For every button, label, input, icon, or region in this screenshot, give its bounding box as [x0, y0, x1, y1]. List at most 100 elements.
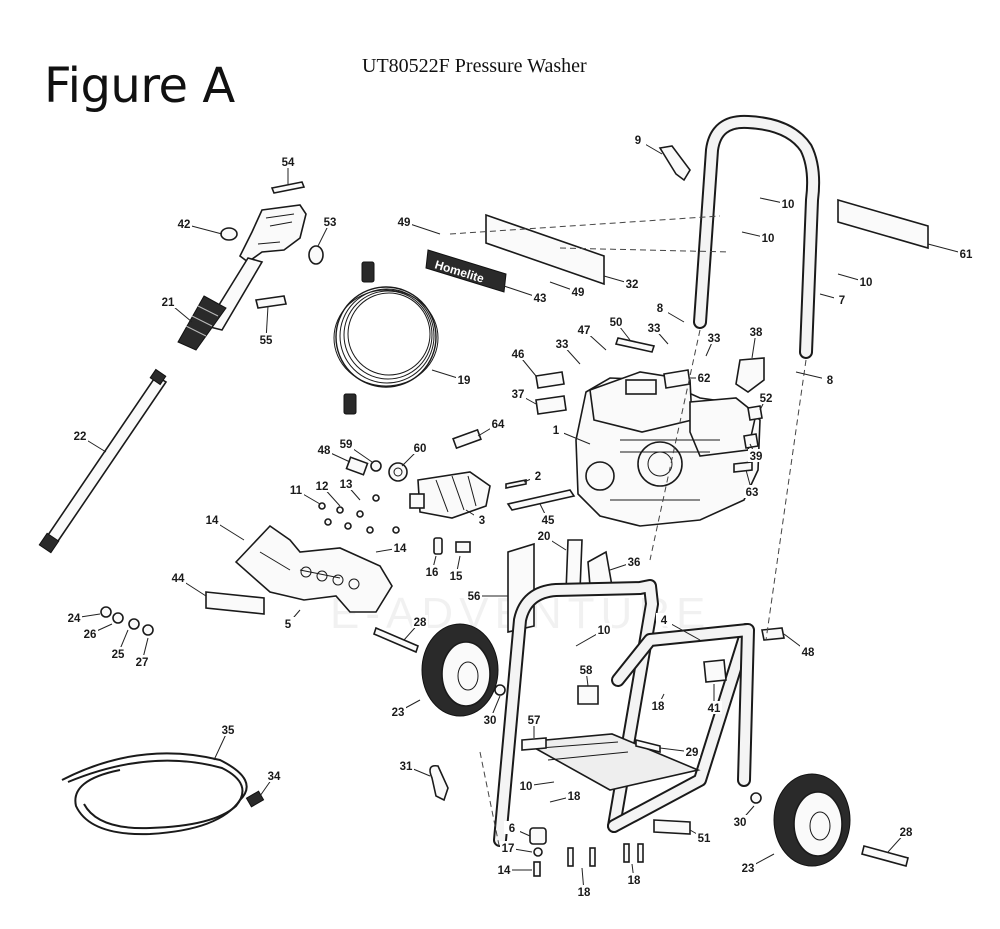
callout-31: 31 — [400, 761, 413, 773]
callout-36: 36 — [628, 557, 641, 569]
callout-label-bg — [448, 569, 464, 582]
part-48-decal — [761, 627, 785, 641]
part-24-27-fittings — [100, 606, 154, 636]
callout-49: 49 — [398, 217, 411, 229]
part-29-clip — [635, 738, 661, 754]
callout-label-bg — [392, 541, 408, 554]
part-18-bolts — [567, 843, 644, 867]
part-57-decal — [521, 737, 547, 751]
callout-label-bg — [504, 821, 520, 834]
callout-label-bg — [748, 449, 764, 462]
model-title: UT80522F Pressure Washer — [362, 55, 587, 77]
part-36-decal — [587, 550, 613, 587]
part-17-washer — [533, 847, 543, 857]
part-23-wheel-right — [773, 773, 851, 867]
callout-label-bg — [412, 615, 428, 628]
part-16-valve — [433, 537, 443, 555]
callout-18: 18 — [652, 701, 665, 713]
callout-label-bg — [760, 231, 776, 244]
callout-29: 29 — [686, 747, 699, 759]
callout-label-bg — [596, 623, 612, 636]
callout-label-bg — [338, 437, 354, 450]
callout-label-bg — [288, 483, 304, 496]
callout-37: 37 — [512, 389, 525, 401]
part-61-handle-decal — [837, 198, 929, 250]
callout-18: 18 — [578, 887, 591, 899]
callout-18: 18 — [628, 875, 641, 887]
callout-label-bg — [608, 315, 624, 328]
callout-51: 51 — [698, 833, 711, 845]
callout-1: 1 — [553, 425, 560, 437]
part-3-pump — [409, 471, 491, 519]
part-35-suction-hose — [61, 752, 265, 836]
callout-label-bg — [110, 647, 126, 660]
part-14-bolt — [533, 861, 541, 877]
callout-19: 19 — [458, 375, 471, 387]
callout-label-bg — [898, 825, 914, 838]
callout-label-bg — [530, 469, 546, 482]
callout-label-bg — [176, 217, 192, 230]
callout-label-bg — [220, 723, 236, 736]
callout-label-bg — [266, 769, 282, 782]
callout-27: 27 — [136, 657, 149, 669]
figure-label: Figure A — [44, 58, 235, 114]
callout-label-bg — [500, 841, 516, 854]
part-30-washer-right — [750, 792, 762, 804]
callout-33: 33 — [648, 323, 661, 335]
callout-label-bg — [482, 713, 498, 726]
callout-label-bg — [800, 645, 816, 658]
callout-62: 62 — [698, 373, 711, 385]
callout-label-bg — [652, 301, 668, 314]
part-32-panel — [485, 213, 605, 286]
callout-label-bg — [412, 441, 428, 454]
callout-50: 50 — [610, 317, 623, 329]
callout-21: 21 — [162, 297, 175, 309]
callout-label-bg — [134, 655, 150, 668]
callout-53: 53 — [324, 217, 337, 229]
callout-label-bg — [548, 423, 564, 436]
callout-label-bg — [536, 529, 552, 542]
callout-52: 52 — [760, 393, 773, 405]
callout-6: 6 — [509, 823, 515, 835]
part-9-bracket — [658, 145, 691, 182]
callout-12: 12 — [316, 481, 329, 493]
part-19-high-pressure-hose — [333, 261, 439, 415]
part-62-decal — [663, 369, 691, 389]
callout-label-bg — [532, 291, 548, 304]
callout-label-bg — [822, 373, 838, 386]
part-45-shaft — [506, 489, 576, 511]
callout-label-bg — [280, 155, 296, 168]
callout-label-bg — [72, 429, 88, 442]
callout-label-bg — [834, 293, 850, 306]
callout-13: 13 — [340, 479, 353, 491]
callout-25: 25 — [112, 649, 125, 661]
callout-label-bg — [732, 815, 748, 828]
callout-label-bg — [398, 759, 414, 772]
callout-34: 34 — [268, 771, 281, 783]
callout-label-bg — [858, 275, 874, 288]
part-21-gun-handle — [177, 295, 227, 351]
callout-47: 47 — [578, 325, 591, 337]
callout-label-bg — [630, 133, 646, 146]
callout-label-bg — [474, 513, 490, 526]
callout-61: 61 — [960, 249, 973, 261]
callout-label-bg — [744, 485, 760, 498]
callout-46: 46 — [512, 349, 525, 361]
part-15-plug — [455, 541, 471, 553]
callout-49: 49 — [572, 287, 585, 299]
part-23-wheel-left — [421, 623, 499, 717]
callout-label-bg — [958, 247, 974, 260]
callout-15: 15 — [450, 571, 463, 583]
callout-label-bg — [314, 479, 330, 492]
callout-label-bg — [66, 611, 82, 624]
callout-label-bg — [510, 387, 526, 400]
part-55-label — [255, 295, 287, 309]
callout-label-bg — [748, 325, 764, 338]
callout-16: 16 — [426, 567, 439, 579]
callout-label-bg — [758, 391, 774, 404]
callout-48: 48 — [318, 445, 331, 457]
callout-9: 9 — [635, 135, 641, 147]
callout-label-bg — [424, 565, 440, 578]
callout-label-bg — [626, 555, 642, 568]
callout-33: 33 — [708, 333, 721, 345]
